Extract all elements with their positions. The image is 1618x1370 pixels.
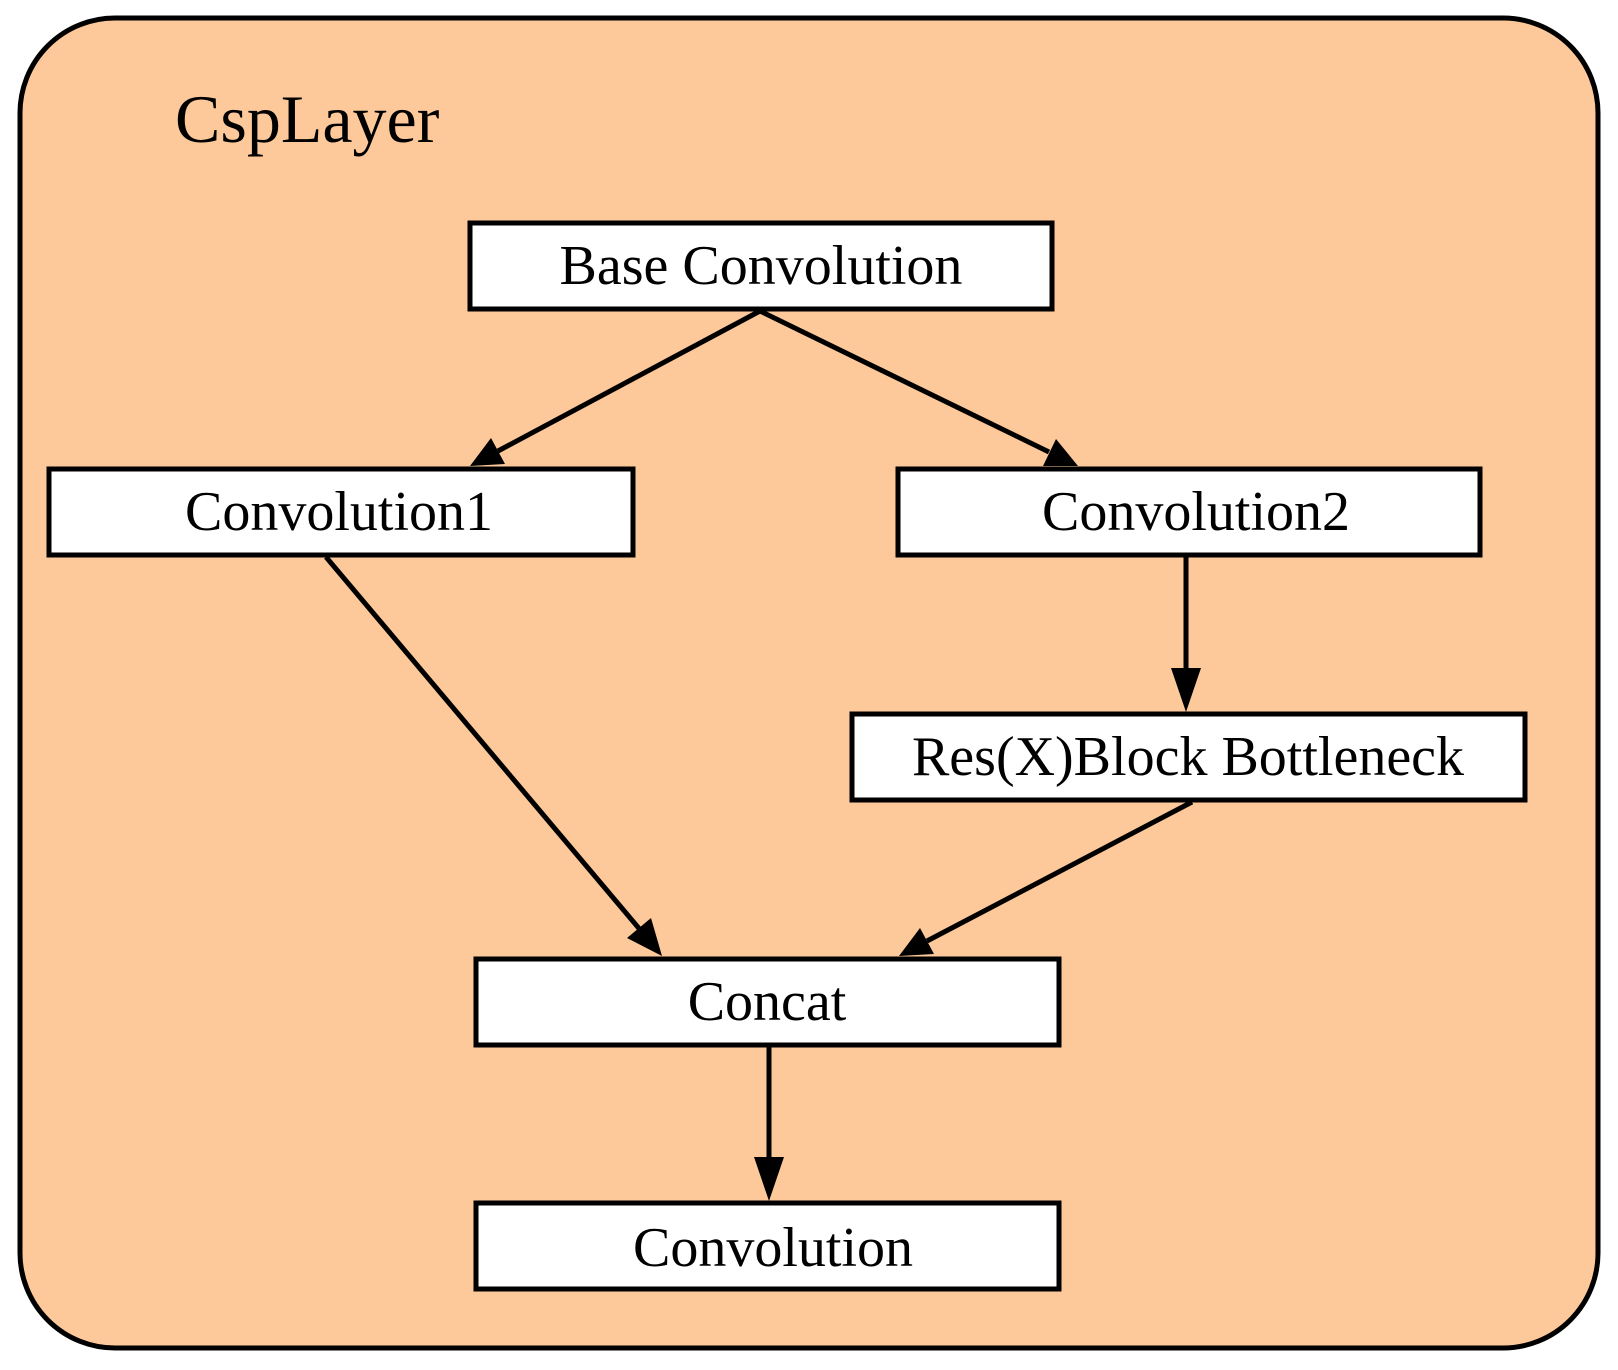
edge-conv1-to-concat (324, 555, 662, 956)
edge-line (925, 799, 1194, 944)
arrow-head (899, 928, 934, 956)
node-box (473, 956, 1062, 1048)
edges (324, 308, 1201, 1201)
edge-line (496, 308, 762, 454)
node-label: Res(X)Block Bottleneck (912, 726, 1464, 788)
arrow-head (1043, 439, 1078, 466)
container-title: CspLayer (175, 81, 440, 157)
node-label: Convolution1 (185, 481, 493, 543)
arrow-head (1171, 668, 1201, 712)
node-box (895, 466, 1483, 558)
edge-line (758, 308, 1051, 455)
node-box (467, 220, 1055, 312)
edge-concat-to-conv-out (754, 1046, 784, 1201)
node-convolution-output: Convolution (473, 1200, 1062, 1292)
node-base-convolution: Base Convolution (467, 220, 1055, 312)
node-box (473, 1200, 1062, 1292)
node-label: Base Convolution (560, 235, 963, 297)
arrow-head (470, 438, 505, 466)
node-box (46, 466, 636, 558)
arrow-head (627, 918, 662, 956)
edge-line (324, 555, 644, 934)
node-convolution2: Convolution2 (895, 466, 1483, 558)
node-label: Convolution2 (1042, 481, 1350, 543)
node-box (849, 711, 1528, 803)
arrow-head (754, 1157, 784, 1201)
node-label: Concat (688, 971, 847, 1033)
edge-base-conv-to-conv1 (470, 308, 762, 466)
edge-resblock-to-concat (899, 799, 1194, 956)
node-resblock-bottleneck: Res(X)Block Bottleneck (849, 711, 1528, 803)
node-convolution1: Convolution1 (46, 466, 636, 558)
node-concat: Concat (473, 956, 1062, 1048)
edge-conv2-to-resblock (1171, 557, 1201, 712)
edge-base-conv-to-conv2 (758, 308, 1078, 466)
node-label: Convolution (633, 1217, 913, 1279)
csp-layer-container (17, 15, 1601, 1351)
